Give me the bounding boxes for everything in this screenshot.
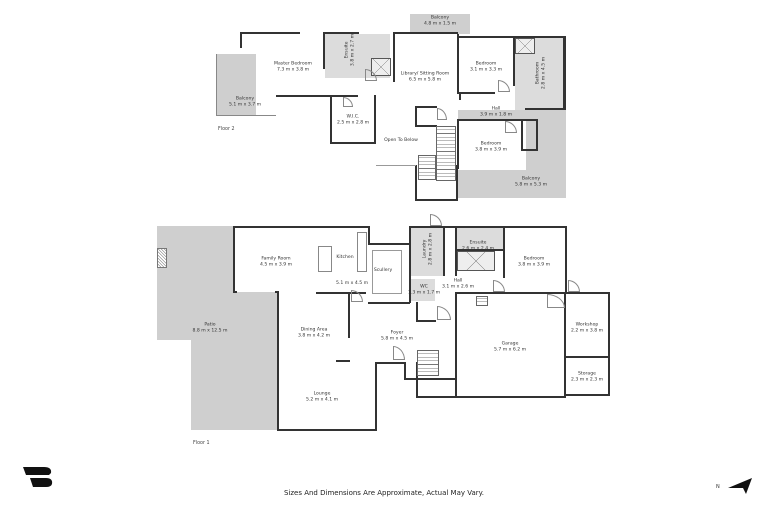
wc-area (411, 279, 435, 301)
balcony-top-area (410, 14, 470, 34)
north-compass-icon: N (716, 476, 756, 496)
kitchen-counter (357, 232, 367, 272)
floor-2-label: Floor 2 (218, 127, 235, 132)
door-swing (493, 280, 505, 292)
ensuite-area (457, 228, 504, 250)
laundry-area (411, 228, 443, 276)
patio-area (157, 292, 279, 340)
staircase (436, 126, 456, 181)
door-swing (437, 306, 451, 320)
staircase (418, 155, 436, 180)
door-swing (343, 97, 353, 107)
door-swing (393, 346, 405, 360)
door-swing (568, 280, 580, 292)
shower-icon (371, 58, 391, 76)
staircase (476, 296, 488, 306)
fireplace-icon (157, 248, 167, 268)
compass-north-label: N (716, 484, 720, 490)
brand-logo-icon (22, 466, 54, 488)
patio-area (191, 340, 279, 430)
door-swing (547, 294, 565, 308)
door-swing (498, 80, 510, 92)
kitchen-island (318, 246, 332, 272)
disclaimer-text: Sizes And Dimensions Are Approximate, Ac… (283, 489, 485, 497)
patio-area (157, 226, 234, 292)
door-swing (430, 214, 442, 226)
shower-icon (457, 251, 495, 271)
staircase (417, 350, 439, 376)
shower-icon (515, 38, 535, 54)
balcony-left-area (216, 54, 256, 116)
floor-1-label: Floor 1 (193, 441, 210, 446)
scullery-counter (372, 250, 402, 294)
door-swing (437, 108, 447, 120)
